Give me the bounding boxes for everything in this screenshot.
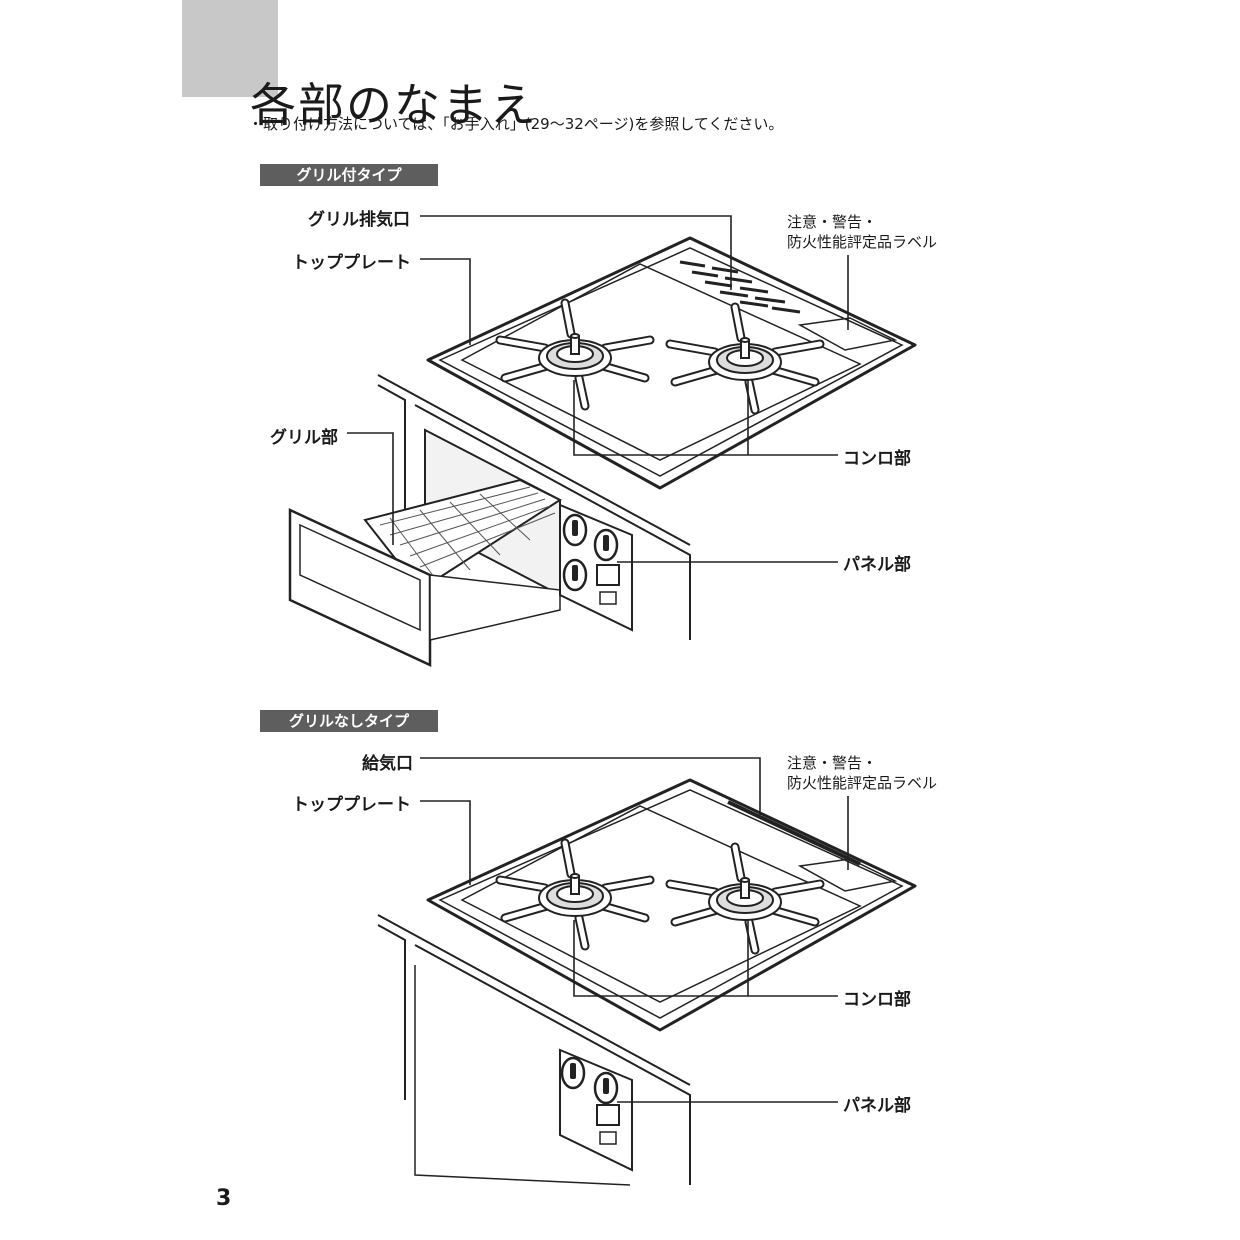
label-grill-part: グリル部 bbox=[270, 428, 338, 448]
page-number: 3 bbox=[216, 1186, 232, 1211]
label-burner-part-2: コンロ部 bbox=[843, 990, 911, 1010]
label-panel-part: パネル部 bbox=[843, 555, 911, 575]
label-top-plate: トッププレート bbox=[292, 253, 411, 273]
label-air-intake: 給気口 bbox=[362, 754, 413, 774]
label-caution-line2-2: 防火性能評定品ラベル bbox=[787, 774, 938, 792]
leader-lines-fig2 bbox=[420, 757, 849, 1103]
leader-lines-fig1 bbox=[347, 215, 849, 563]
section-badge-grill-type: グリル付タイプ bbox=[260, 164, 438, 186]
cooktop-without-grill-illustration bbox=[377, 778, 917, 1186]
label-caution-line1-2: 注意・警告・ bbox=[787, 754, 878, 772]
label-top-plate-2: トッププレート bbox=[292, 795, 411, 815]
page-title: 各部のなまえ bbox=[250, 77, 538, 132]
label-burner-part: コンロ部 bbox=[843, 449, 911, 469]
cooktop-with-grill-illustration bbox=[288, 236, 917, 667]
label-caution-line1: 注意・警告・ bbox=[787, 213, 878, 231]
title-tab-block bbox=[182, 0, 278, 97]
label-caution-line2: 防火性能評定品ラベル bbox=[787, 233, 938, 251]
intro-note: ・取り付け方法については、「お手入れ」(29～32ページ)を参照してください。 bbox=[248, 115, 784, 133]
label-grill-exhaust: グリル排気口 bbox=[308, 210, 410, 230]
label-panel-part-2: パネル部 bbox=[843, 1096, 911, 1116]
section-badge-no-grill-type: グリルなしタイプ bbox=[260, 710, 438, 732]
